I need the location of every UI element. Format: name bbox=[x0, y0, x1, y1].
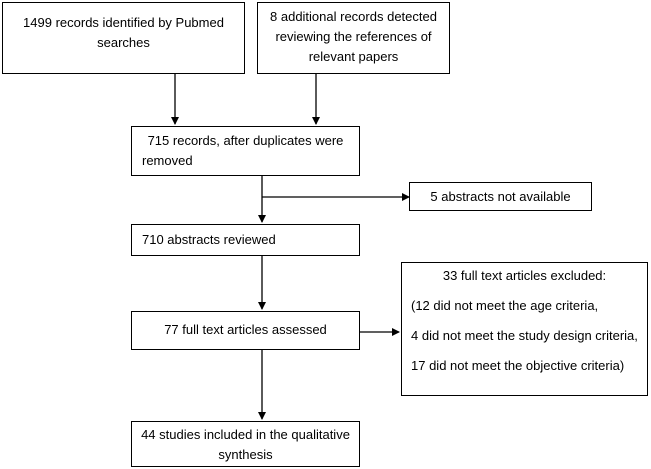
duplicates-line-2: removed bbox=[142, 153, 193, 168]
not-available-line: 5 abstracts not available bbox=[430, 189, 571, 204]
excluded-title: 33 full text articles excluded: bbox=[442, 268, 607, 283]
excluded-reason-2: 4 did not meet the study design criteria… bbox=[411, 328, 638, 343]
additional-records-box: 8 additional records detected reviewing … bbox=[257, 2, 450, 74]
assessed-line: 77 full text articles assessed bbox=[164, 322, 327, 337]
studies-included-box: 44 studies included in the qualitative s… bbox=[131, 421, 360, 467]
pubmed-line-2: searches bbox=[97, 35, 150, 50]
abstracts-reviewed-box: 710 abstracts reviewed bbox=[131, 224, 360, 256]
articles-assessed-box: 77 full text articles assessed bbox=[131, 311, 360, 350]
additional-line-2: reviewing the references of bbox=[275, 29, 432, 44]
excluded-reason-3: 17 did not meet the objective criteria) bbox=[411, 358, 625, 373]
included-line-2: synthesis bbox=[218, 447, 273, 462]
included-line-1: 44 studies included in the qualitative bbox=[141, 427, 350, 442]
pubmed-line-1: 1499 records identified by Pubmed bbox=[23, 15, 224, 30]
duplicates-line-1: 715 records, after duplicates were bbox=[147, 133, 344, 148]
reviewed-line: 710 abstracts reviewed bbox=[142, 232, 276, 247]
additional-line-3: relevant papers bbox=[308, 49, 399, 64]
articles-excluded-box: 33 full text articles excluded: (12 did … bbox=[401, 262, 648, 396]
duplicates-removed-box: 715 records, after duplicates were remov… bbox=[131, 126, 360, 176]
additional-line-1: 8 additional records detected bbox=[270, 9, 437, 24]
pubmed-records-box: 1499 records identified by Pubmed search… bbox=[2, 2, 245, 74]
excluded-reason-1: (12 did not meet the age criteria, bbox=[411, 298, 599, 313]
abstracts-not-available-box: 5 abstracts not available bbox=[409, 182, 592, 211]
